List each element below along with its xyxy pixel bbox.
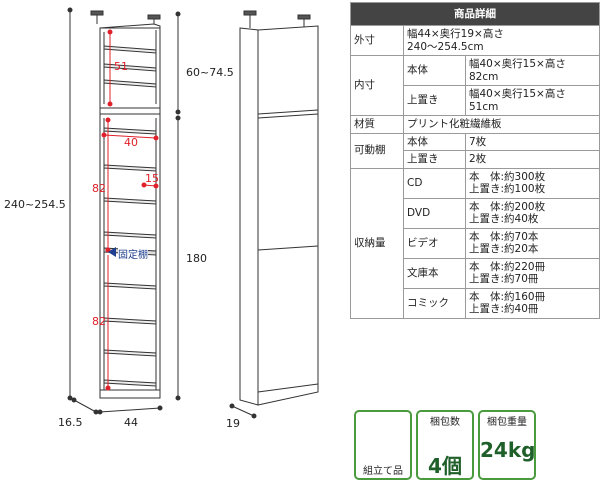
spec-row-inner-top: 上置き 幅40×奥行15×高さ 51cm — [351, 85, 600, 116]
spec-row-dvd: DVD 本 体:約200枚 上置き:約40枚 — [351, 197, 600, 229]
spec-table: 商品詳細 外寸 幅44×奥行19×高さ 240〜254.5cm 内寸 本体 幅4… — [350, 2, 600, 319]
package-count-value: 4個 — [428, 454, 462, 478]
spec-value: プリント化粧繊維板 — [403, 115, 600, 134]
spec-value: 幅44×奥行19×高さ 240〜254.5cm — [403, 25, 600, 56]
package-count-title: 梱包数 — [430, 417, 460, 428]
spec-value: 幅40×奥行15×高さ 51cm — [465, 85, 600, 116]
spec-row-material: 材質 プリント化粧繊維板 — [350, 115, 600, 134]
spec-sub-label: 本体 — [403, 132, 466, 151]
spec-label: 可動棚 — [350, 132, 404, 169]
package-weight-badge: 梱包重量 24kg — [478, 410, 536, 480]
spec-sub-label: 上置き — [403, 150, 466, 169]
side-view-shelf — [239, 10, 319, 406]
spec-row-inner-main: 内寸 本体 幅40×奥行15×高さ 82cm — [350, 55, 600, 116]
inner-depth-label: 15 — [145, 172, 159, 185]
inner-width-label: 40 — [124, 136, 138, 149]
fixed-shelf-arrow — [108, 247, 116, 257]
total-height-label: 240~254.5 — [4, 198, 66, 211]
spec-label: 収納量 — [350, 167, 404, 319]
fixed-shelf-label: 固定棚 — [118, 246, 148, 261]
spec-header: 商品詳細 — [350, 2, 600, 26]
spec-sub-label: ビデオ — [403, 227, 466, 259]
inner-dimension-lines — [101, 29, 159, 391]
spec-sub-label: 本体 — [403, 55, 466, 86]
spec-sub-label: CD — [403, 167, 466, 199]
spec-row-outer: 外寸 幅44×奥行19×高さ 240〜254.5cm — [350, 25, 600, 56]
spec-value: 本 体:約300枚 上置き:約100枚 — [465, 167, 600, 199]
spec-label: 外寸 — [350, 25, 404, 56]
bottom-inner-height-1-label: 82 — [92, 182, 106, 195]
spec-value: 本 体:約200枚 上置き:約40枚 — [465, 197, 600, 229]
spec-value: 幅40×奥行15×高さ 82cm — [465, 55, 600, 86]
front-dimension-lines — [67, 7, 181, 415]
assembly-badge-title: 組立て品 — [363, 466, 403, 477]
spec-value: 7枚 — [465, 132, 600, 151]
depth-label: 16.5 — [58, 416, 83, 429]
spec-sub-label: 文庫本 — [403, 257, 466, 289]
spec-label: 内寸 — [350, 55, 404, 116]
width-label: 44 — [124, 416, 138, 429]
side-depth-label: 19 — [226, 417, 240, 430]
spec-value: 2枚 — [465, 150, 600, 169]
spec-sub-label: コミック — [403, 287, 466, 319]
package-count-badge: 梱包数 4個 — [416, 410, 474, 480]
spec-row-paperback: 文庫本 本 体:約220冊 上置き:約70冊 — [351, 257, 600, 289]
bottom-height-label: 180 — [186, 252, 207, 265]
top-height-label: 60~74.5 — [186, 66, 234, 79]
package-weight-value: 24kg — [480, 438, 536, 462]
bottom-inner-height-2-label: 82 — [92, 315, 106, 328]
spec-value: 本 体:約70本 上置き:約20本 — [465, 227, 600, 259]
spec-row-shelves-main: 可動棚 本体 7枚 — [350, 132, 600, 169]
spec-row-cd: 収納量 CD 本 体:約300枚 上置き:約100枚 — [350, 167, 600, 319]
package-weight-title: 梱包重量 — [487, 417, 527, 428]
spec-value: 本 体:約220冊 上置き:約70冊 — [465, 257, 600, 289]
top-inner-height-label: 51 — [114, 60, 128, 73]
spec-sub-label: 上置き — [403, 85, 466, 116]
spec-row-video: ビデオ 本 体:約70本 上置き:約20本 — [351, 227, 600, 259]
side-dimension-lines — [229, 403, 257, 419]
spec-label: 材質 — [350, 115, 404, 134]
spec-sub-label: DVD — [403, 197, 466, 229]
spec-row-comic: コミック 本 体:約160冊 上置き:約40冊 — [351, 287, 600, 319]
spec-value: 本 体:約160冊 上置き:約40冊 — [465, 287, 600, 319]
assembly-badge: 組立て品 — [354, 410, 412, 480]
spec-row-shelves-top: 上置き 2枚 — [351, 150, 600, 169]
spec-header-row: 商品詳細 — [350, 2, 600, 26]
front-view-shelf — [90, 10, 161, 399]
